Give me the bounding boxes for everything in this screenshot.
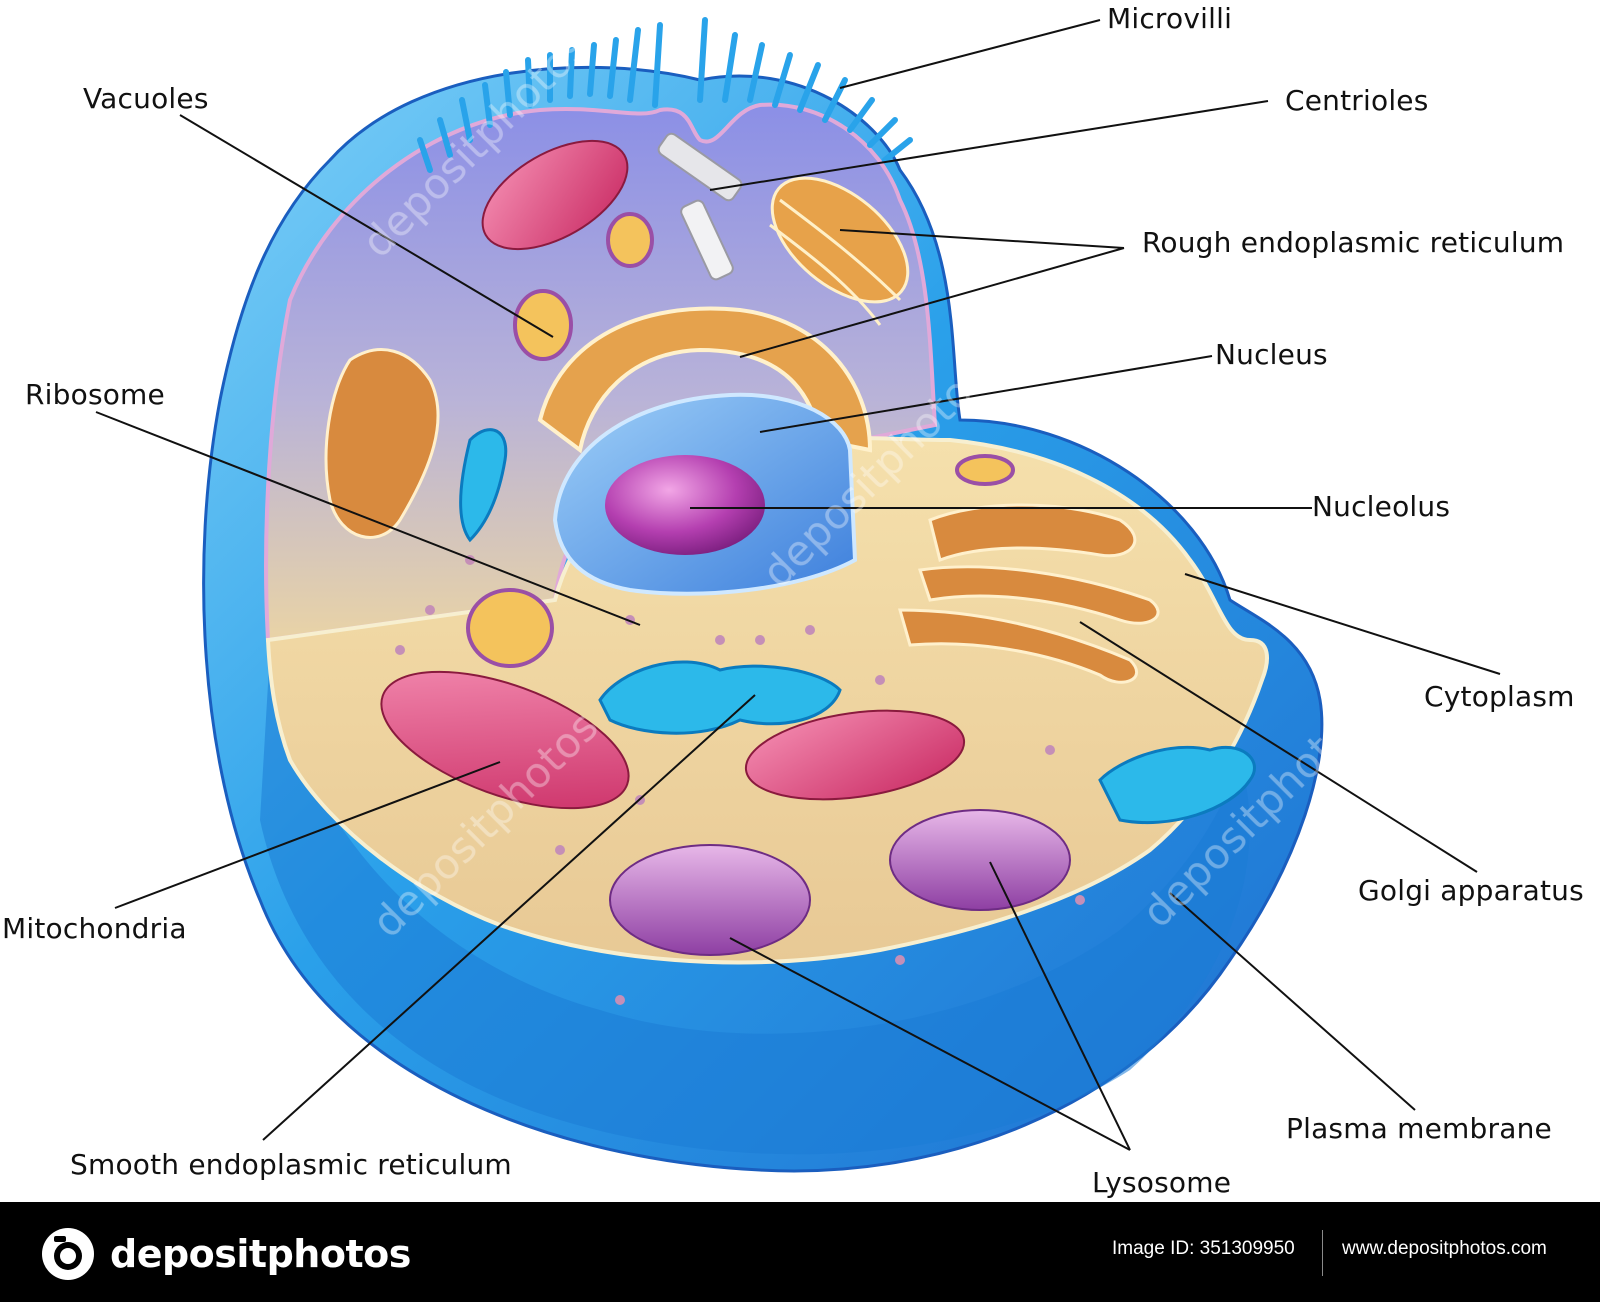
label-nucleus: Nucleus [1215,338,1328,371]
brand-name: depositphotos [110,1232,411,1276]
label-microvilli: Microvilli [1107,2,1233,35]
cell-illustration: depositphotos depositphotos depositphoto… [95,17,1501,1173]
label-ribosome: Ribosome [25,378,165,411]
leader-lines [95,19,1501,1151]
camera-icon [42,1228,94,1280]
nucleus-shape [552,392,858,596]
site-link[interactable]: www.depositphotos.com [1342,1238,1547,1259]
mitochondria-shape [380,139,966,810]
centrioles-shape [657,132,743,281]
rough-er-shape [769,176,910,326]
label-cytoplasm: Cytoplasm [1424,680,1575,713]
nucleolus-shape [605,455,765,555]
smooth-er-shape [459,428,1256,825]
footer-divider [1322,1230,1323,1276]
label-nucleolus: Nucleolus [1312,490,1451,523]
label-smooth-er: Smooth endoplasmic reticulum [70,1148,512,1181]
label-centrioles: Centrioles [1285,84,1429,117]
brand-logo[interactable]: depositphotos [40,1226,411,1282]
lysosome-shape [609,809,1071,956]
membrane-wall-shade [260,650,1250,1155]
label-lysosome: Lysosome [1092,1166,1232,1199]
microvilli-shape [417,17,913,173]
label-rough-er: Rough endoplasmic reticulum [1142,226,1565,259]
image-id: Image ID: 351309950 [1112,1238,1295,1259]
label-vacuoles: Vacuoles [83,82,209,115]
vacuoles-shape [466,212,1015,668]
label-golgi: Golgi apparatus [1358,874,1584,907]
label-mitochondria: Mitochondria [2,912,187,945]
footer-bar: depositphotos Image ID: 351309950 www.de… [0,1202,1600,1302]
label-plasma-membrane: Plasma membrane [1286,1112,1552,1145]
golgi-shape [324,348,1160,684]
